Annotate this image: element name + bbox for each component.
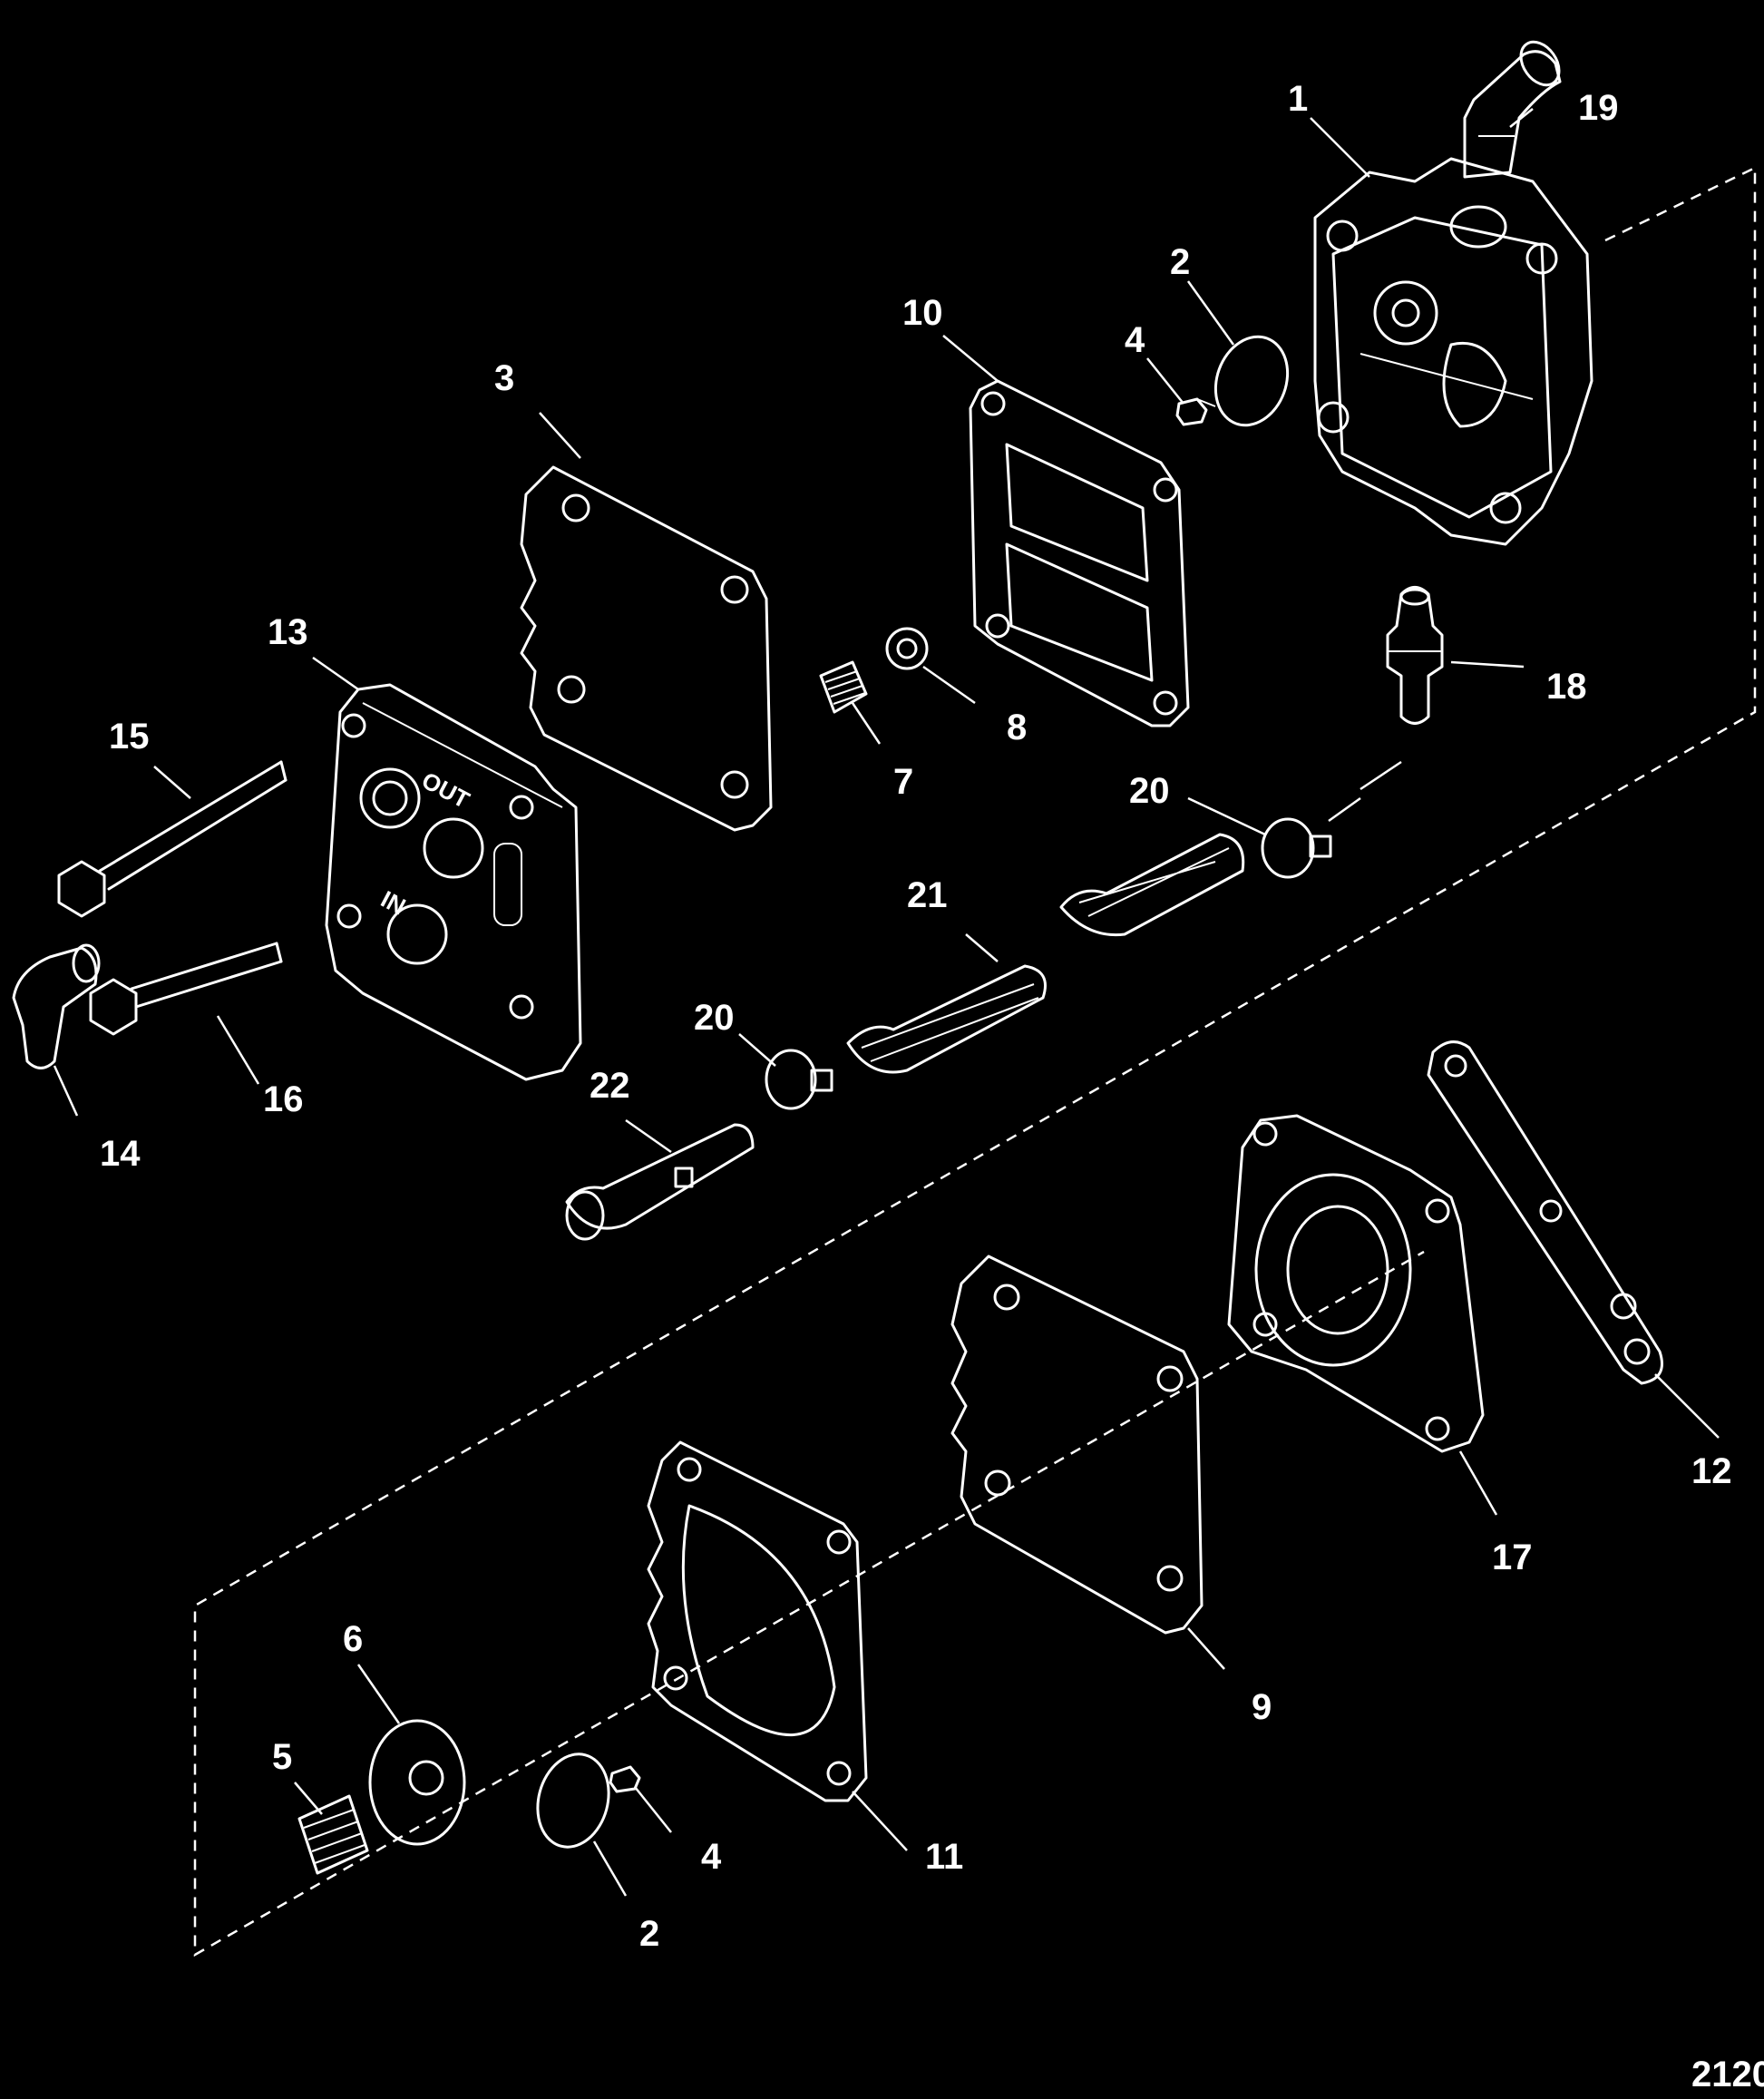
callout-labels: 1 19 2 10 4 3 13 8 7 18 15 20 21 20 22 1…: [100, 79, 1732, 1954]
callout-18: 18: [1546, 667, 1587, 707]
callout-22: 22: [590, 1066, 630, 1106]
part-5-spring: [297, 1794, 369, 1875]
callout-21: 21: [907, 875, 948, 915]
callout-17: 17: [1492, 1538, 1533, 1577]
callout-9: 9: [1252, 1687, 1272, 1727]
callout-11: 11: [925, 1837, 963, 1877]
part-3-diaphragm: [520, 465, 773, 832]
part-20-hose-clamp-lower: [765, 1049, 833, 1110]
callout-4-lower: 4: [701, 1837, 722, 1877]
callout-6: 6: [343, 1619, 363, 1659]
part-17-pump-base: [1227, 1114, 1485, 1453]
callout-10: 10: [902, 293, 943, 333]
part-1-pump-body: [1313, 157, 1593, 546]
part-6-diaphragm-plate: [368, 1719, 466, 1846]
part-14-elbow-fitting: [12, 943, 101, 1069]
callout-20-lower: 20: [694, 998, 735, 1038]
part-20-hose-clamp-upper: [1261, 817, 1332, 879]
callout-12: 12: [1691, 1451, 1732, 1491]
part-8-check-valve: [885, 627, 929, 670]
part-2-check-disc-lower: [536, 1752, 610, 1849]
assembly-boundary-line: [193, 166, 1757, 1957]
callout-19: 19: [1578, 88, 1619, 128]
part-12-bracket: [1427, 1040, 1663, 1385]
part-21-fuel-hose: [846, 833, 1245, 1074]
part-16-bolt: [89, 942, 283, 1036]
callout-7: 7: [893, 762, 913, 802]
callout-2-lower: 2: [639, 1914, 659, 1954]
part-15-bolt: [57, 760, 288, 918]
callout-8: 8: [1007, 708, 1027, 747]
callout-20-upper: 20: [1129, 771, 1170, 811]
callout-5: 5: [272, 1737, 292, 1777]
callout-2-upper: 2: [1170, 242, 1190, 282]
part-19-elbow-fitting: [1463, 40, 1562, 179]
callout-leader-lines: [53, 108, 1720, 1897]
part-22-inlet-fitting: [565, 1123, 755, 1241]
callout-14: 14: [100, 1134, 141, 1174]
part-4-retainer-upper: [1175, 397, 1216, 426]
figure-reference-number: 2120: [1691, 2055, 1764, 2094]
part-9-diaphragm: [950, 1255, 1204, 1635]
callout-4-upper: 4: [1125, 320, 1145, 360]
callout-15: 15: [109, 717, 150, 757]
callout-3: 3: [494, 358, 514, 398]
callout-13: 13: [268, 612, 308, 652]
cover-stamp-in: IN: [376, 885, 410, 921]
callout-1: 1: [1288, 79, 1308, 119]
part-13-pump-cover: OUT IN: [325, 683, 582, 1081]
part-7-spring: [819, 660, 868, 714]
part-2-check-disc-upper: [1213, 335, 1290, 427]
callout-16: 16: [263, 1079, 304, 1119]
part-11-gasket: [647, 1440, 868, 1802]
part-18-barbed-fitting: [1386, 586, 1444, 725]
cover-stamp-out: OUT: [417, 766, 474, 814]
part-10-gasket: [969, 379, 1190, 727]
